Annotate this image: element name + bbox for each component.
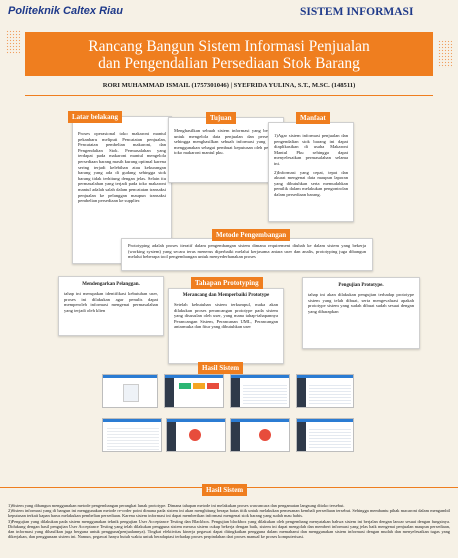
- stage-1-card: Mendengarkan Pelanggan. tahap ini merupa…: [58, 276, 164, 336]
- method-section: Prototyping adalah proses iteratif dalam…: [121, 238, 373, 271]
- stage-3-text: tahap ini akan dilakukan pengujian terha…: [308, 292, 414, 314]
- stage-2-title: Merancang dan Memperbaiki Prototype: [182, 293, 270, 298]
- method-title: Metode Pengembangan: [212, 229, 291, 241]
- benefit-title: Manfaat: [296, 112, 330, 124]
- screenshot-login: [102, 374, 158, 408]
- benefit-text-2: 2)Informasi yang cepat, tepat dan akurat…: [274, 169, 348, 197]
- screenshot-stock-table: [296, 374, 354, 408]
- decorative-dots-left: [6, 30, 20, 54]
- screenshot-report-1: [102, 418, 162, 452]
- background-text: Proses operasional toko makaroni mantul …: [78, 131, 166, 204]
- prototyping-title: Tahapan Prototyping: [191, 277, 263, 289]
- poster-title-line1: Rancang Bangun Sistem Informasi Penjuala…: [88, 38, 370, 55]
- stage-2-text: Setelah kebutuhan sistem terkumpul, maka…: [174, 302, 278, 330]
- results-title: Hasil Sistem: [198, 362, 244, 374]
- screenshot-gallery: [100, 374, 355, 464]
- benefit-section: 1)Agar sistem informasi penjualan dan pe…: [268, 122, 354, 222]
- authors-divider: [25, 95, 433, 96]
- stage-2-card: Merancang dan Memperbaiki Prototype Sete…: [168, 288, 284, 364]
- stage-3-card: Pengujian Prototype. tahap ini akan dila…: [302, 277, 420, 349]
- logo-text: Politeknik Caltex Riau: [8, 5, 123, 17]
- screenshot-summary: [296, 418, 354, 452]
- screenshot-dashboard: [164, 374, 224, 408]
- objective-text: Menghasilkan sebuah sistem informasi yan…: [174, 128, 278, 156]
- screenshot-report-2: [166, 418, 226, 452]
- decorative-dots-right: [438, 40, 452, 68]
- method-text: Prototyping adalah proses iteratif dalam…: [128, 243, 366, 260]
- poster-title-line2: dan Pengendalian Persediaan Stok Barang: [98, 55, 360, 72]
- title-banner: Rancang Bangun Sistem Informasi Penjuala…: [25, 32, 433, 76]
- authors: RORI MUHAMMAD ISMAIL (1757301046) | SYEF…: [102, 82, 356, 89]
- stage-3-title: Pengujian Prototype.: [338, 283, 384, 288]
- background-title: Latar belakang: [68, 111, 122, 123]
- screenshot-sales-table: [230, 374, 290, 408]
- stage-1-title: Mendengarkan Pelanggan.: [82, 282, 140, 287]
- logo: Politeknik Caltex Riau: [8, 5, 123, 17]
- results-point-2: 2)Sistem informasi yang di bangun ini me…: [8, 508, 450, 519]
- results-point-3: 3)Pengujian yang dilakukan pada sistem m…: [8, 518, 450, 540]
- program-name: SISTEM INFORMASI: [300, 6, 414, 18]
- results-bottom-text: 1)Sistem yang dibangun menggunakan metod…: [8, 503, 450, 539]
- stage-1-text: tahap ini merupakan identifikasi kebutuh…: [64, 291, 158, 313]
- screenshot-form: [230, 418, 290, 452]
- benefit-text-1: 1)Agar sistem informasi penjualan dan pe…: [274, 133, 348, 166]
- objective-section: Menghasilkan sebuah sistem informasi yan…: [168, 117, 284, 183]
- results-point-1: 1)Sistem yang dibangun menggunakan metod…: [8, 503, 345, 508]
- results-bottom-title: Hasil Sistem: [202, 484, 248, 496]
- objective-title: Tujuan: [206, 112, 236, 124]
